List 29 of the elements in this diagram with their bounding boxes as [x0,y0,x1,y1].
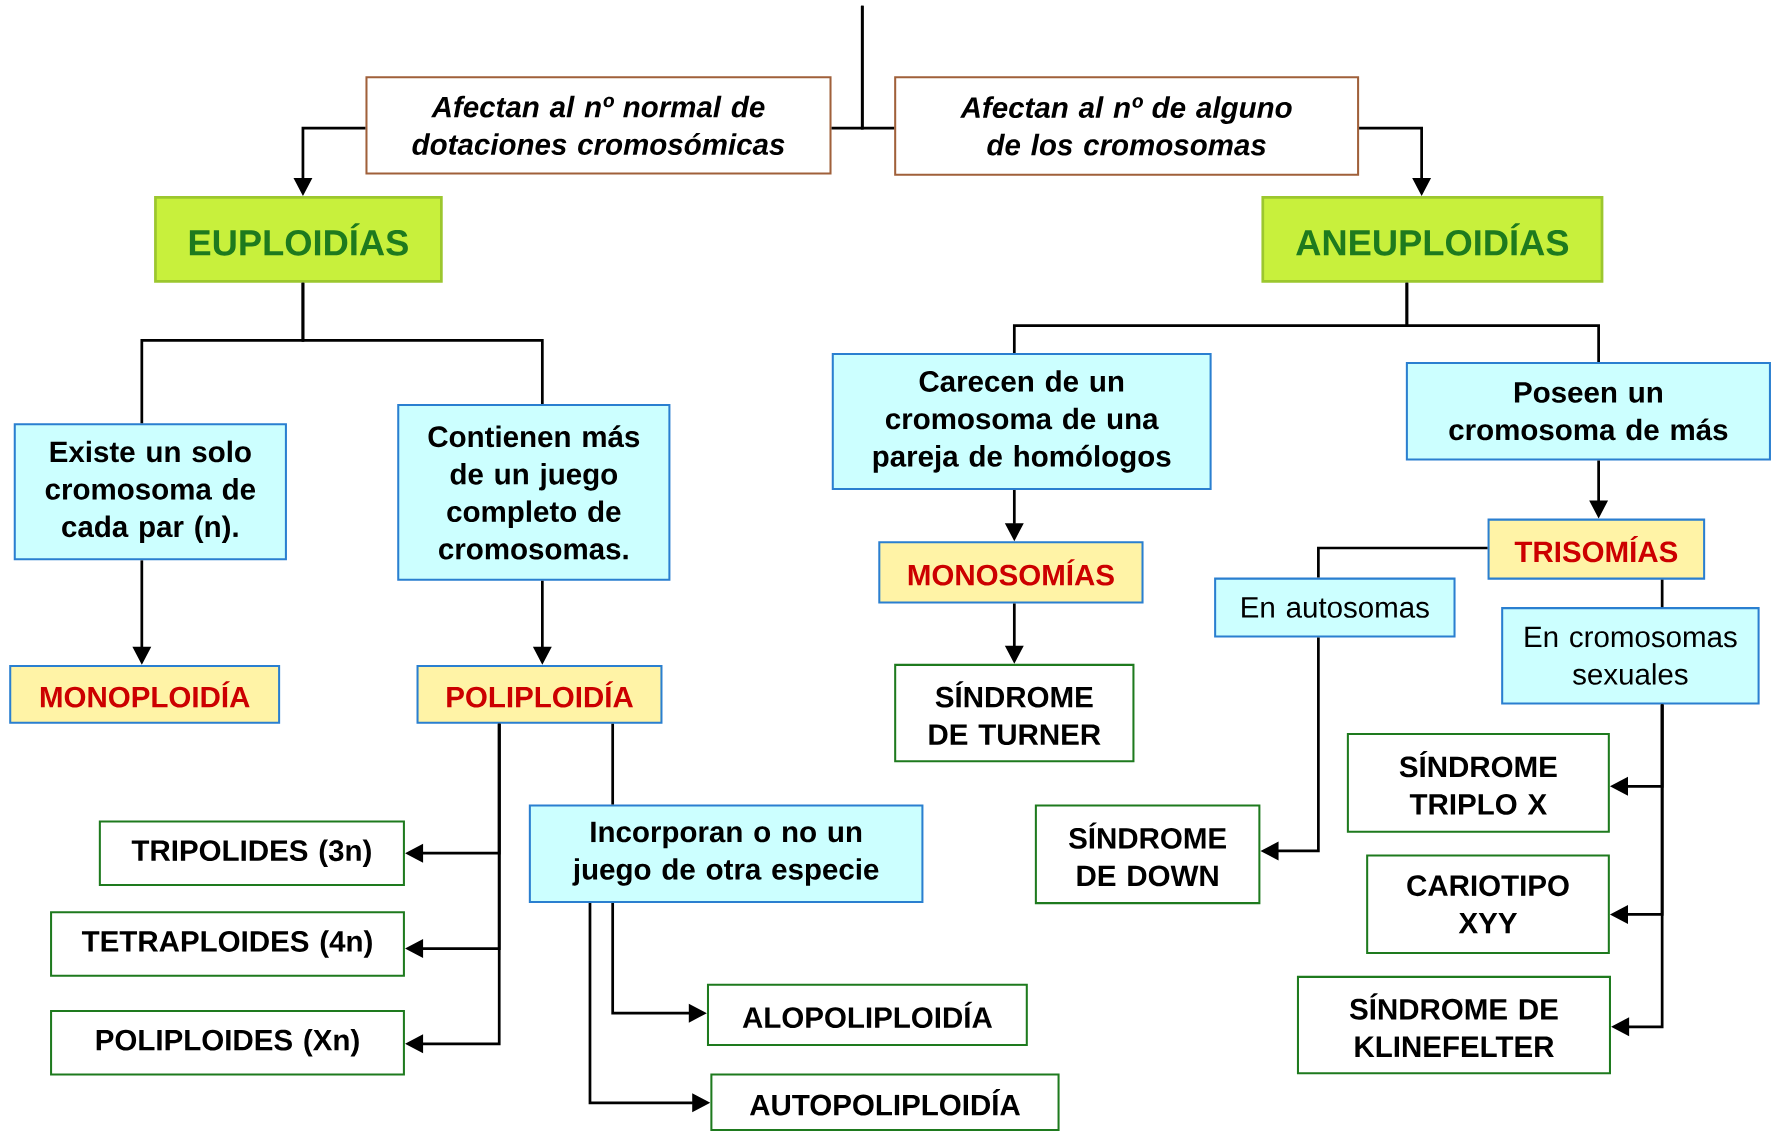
heading-box: EUPLOIDÍAS [154,195,443,283]
result-box: SÍNDROME TRIPLO X [1346,732,1610,833]
category-box: MONOSOMÍAS [878,541,1144,604]
result-box: SÍNDROME DE DOWN [1034,804,1261,904]
concept-box: En cromosomas sexuales [1501,607,1760,705]
connector-line [1660,579,1664,607]
connector-line [1405,282,1600,362]
concept-box: En autosomas [1214,577,1456,638]
concept-box: Existe un solo cromosoma de cada par (n). [13,423,287,561]
connector-line [860,5,895,130]
concept-box: Incorporan o no un juego de otra especie [528,804,924,903]
result-box: TRIPOLIDES (3n) [98,820,405,886]
heading-box: ANEUPLOIDÍAS [1261,195,1604,283]
connector-line [1317,546,1488,578]
result-box: CARIOTIPO XYY [1366,854,1610,954]
concept-box: Carecen de un cromosoma de una pareja de homólogos [831,352,1212,490]
result-box: SÍNDROME DE KLINEFELTER [1296,975,1611,1075]
result-box: ALOPOLIPLOIDÍA [706,983,1028,1046]
connector-line [611,723,615,805]
result-box: POLIPLOIDES (Xn) [50,1009,405,1076]
result-box: TETRAPLOIDES (4n) [50,911,405,977]
concept-box: Poseen un cromosoma de más [1405,361,1771,461]
connector-line [301,282,544,404]
category-box: MONOPLOIDÍA [9,664,281,724]
category-box: TRISOMÍAS [1487,518,1706,580]
result-box: SÍNDROME DE TURNER [894,663,1135,763]
category-box: POLIPLOIDÍA [416,664,663,724]
result-box: AUTOPOLIPLOIDÍA [710,1073,1060,1131]
concept-box: Contienen más de un juego completo de cromosomas. [397,403,671,581]
